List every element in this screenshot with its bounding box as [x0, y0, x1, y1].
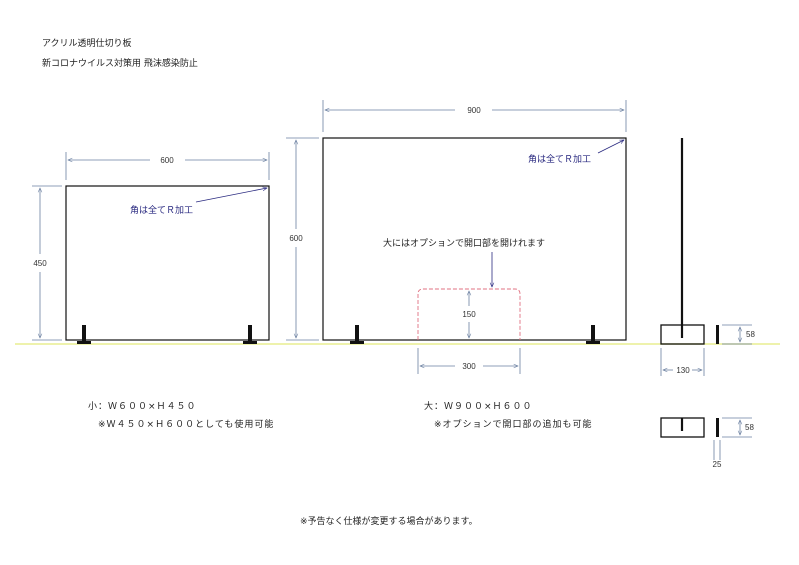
small-panel-corner-note-text: 角は全てＲ加工 [130, 204, 193, 216]
foot-detail-width-label: 25 [713, 460, 722, 469]
small-panel-foot-right [243, 325, 257, 344]
foot-detail: 58 25 [660, 417, 754, 469]
side-view-base-width-label: 130 [676, 366, 690, 375]
small-panel-spec: 小：Ｗ６００×Ｈ４５０ [88, 401, 197, 412]
large-panel-option-note-text: 大にはオプションで開口部を開けれます [383, 237, 545, 249]
small-panel-width-label: 600 [160, 156, 174, 165]
small-panel-height-label: 450 [33, 259, 47, 268]
large-panel-outline [322, 137, 627, 341]
opening-outline [417, 288, 521, 340]
large-panel: 900 600 角は全てＲ加工 大にはオプションで開口部を開けれます 150 [286, 100, 627, 374]
side-view: 58 130 [660, 138, 755, 376]
large-panel-width-dimension: 900 [322, 100, 627, 132]
opening-width-label: 300 [462, 362, 476, 371]
small-panel-height-dimension: 450 [32, 185, 62, 341]
header-title: アクリル透明仕切り板 [42, 37, 132, 49]
foot-detail-height-label: 58 [745, 423, 754, 432]
large-panel-corner-note-text: 角は全てＲ加工 [528, 153, 591, 165]
foot-detail-foot [716, 418, 719, 437]
small-panel-width-dimension: 600 [65, 152, 270, 180]
footer-notice: ※予告なく仕様が変更する場合があります。 [300, 515, 478, 527]
large-panel-height-label: 600 [289, 234, 303, 243]
large-panel-spec: 大：Ｗ９００×Ｈ６００ [424, 400, 533, 412]
side-view-base-height-label: 58 [746, 330, 755, 339]
large-panel-opening: 150 300 [417, 288, 521, 374]
small-panel-spec-note: ※Ｗ４５０×Ｈ６００としても使用可能 [98, 418, 274, 430]
small-panel-corner-note: 角は全てＲ加工 [130, 188, 267, 216]
large-panel-width-label: 900 [467, 106, 481, 115]
large-panel-height-dimension: 600 [286, 137, 319, 341]
small-panel-outline [65, 185, 270, 341]
side-view-foot [716, 325, 719, 344]
small-panel: 600 450 角は全てＲ加工 [32, 152, 270, 344]
opening-height-label: 150 [462, 310, 476, 319]
small-panel-foot-left [77, 325, 91, 344]
large-panel-foot-left [350, 325, 364, 344]
large-panel-option-note: 大にはオプションで開口部を開けれます [383, 237, 545, 287]
header-subtitle: 新コロナウイルス対策用 飛沫感染防止 [42, 57, 198, 69]
large-panel-corner-note: 角は全てＲ加工 [528, 139, 624, 165]
large-panel-spec-note: ※オプションで開口部の追加も可能 [434, 418, 593, 430]
large-panel-foot-right [586, 325, 600, 344]
